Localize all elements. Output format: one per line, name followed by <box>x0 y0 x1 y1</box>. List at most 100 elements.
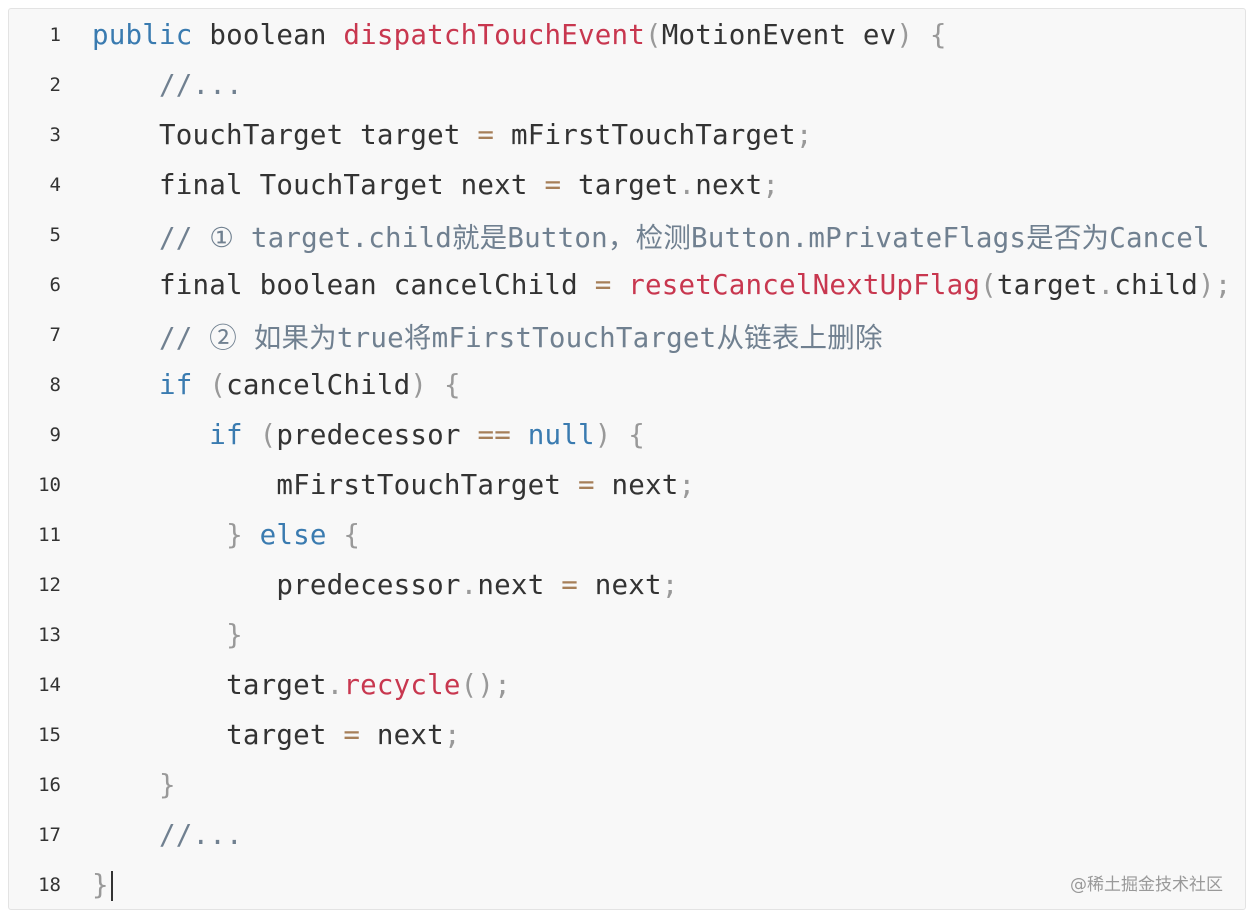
line-number: 16 <box>38 774 61 796</box>
variable: mFirstTouchTarget <box>276 469 562 501</box>
code-line: 11 } else { <box>9 510 1245 560</box>
punctuation: ; <box>795 119 813 151</box>
property: next <box>695 169 763 201</box>
code-line: 10 mFirstTouchTarget = next; <box>9 460 1245 510</box>
function-name: resetCancelNextUpFlag <box>628 269 981 301</box>
code-line: 5 // ① target.child就是Button，检测Button.mPr… <box>9 210 1245 260</box>
punctuation: ) <box>594 419 612 451</box>
code-line: 18 } <box>9 860 1245 910</box>
punctuation: } <box>92 869 109 901</box>
code-line: 7 // ② 如果为true将mFirstTouchTarget从链表上删除 <box>9 310 1245 360</box>
punctuation: () <box>460 669 495 701</box>
line-content: target.recycle(); <box>92 669 511 701</box>
keyword: null <box>527 419 595 451</box>
line-number: 12 <box>38 574 61 596</box>
punctuation: { <box>343 519 361 551</box>
punctuation: ( <box>209 369 227 401</box>
keyword: if <box>159 369 193 401</box>
condition: cancelChild <box>226 369 411 401</box>
line-number: 1 <box>49 24 61 46</box>
comment: //... <box>159 69 243 101</box>
line-number: 11 <box>38 524 61 546</box>
punctuation: . <box>326 669 344 701</box>
punctuation: . <box>460 569 478 601</box>
comment: // ② 如果为true将mFirstTouchTarget从链表上删除 <box>159 322 883 354</box>
line-number: 7 <box>49 324 61 346</box>
punctuation: } <box>226 619 243 651</box>
operator: = <box>561 569 578 601</box>
line-content: TouchTarget target = mFirstTouchTarget; <box>92 119 813 151</box>
line-content: // ② 如果为true将mFirstTouchTarget从链表上删除 <box>92 315 883 355</box>
value: next <box>376 719 444 751</box>
punctuation: . <box>678 169 696 201</box>
object: predecessor <box>276 569 461 601</box>
comment: //... <box>159 819 243 851</box>
punctuation: } <box>159 769 176 801</box>
declaration: final boolean cancelChild <box>159 269 578 301</box>
line-content: // ① target.child就是Button，检测Button.mPriv… <box>92 215 1210 255</box>
object: target <box>577 169 679 201</box>
operator: = <box>343 719 361 751</box>
line-content: mFirstTouchTarget = next; <box>92 469 695 501</box>
text-cursor <box>110 871 113 901</box>
code-block[interactable]: 1 public boolean dispatchTouchEvent(Moti… <box>8 8 1246 910</box>
function-name: recycle <box>343 669 461 701</box>
line-content: } <box>92 769 176 801</box>
punctuation: ) <box>896 19 914 51</box>
declaration: final TouchTarget next <box>159 169 528 201</box>
variable: predecessor <box>276 419 461 451</box>
operator: = <box>477 119 495 151</box>
code-line: 1 public boolean dispatchTouchEvent(Moti… <box>9 10 1245 60</box>
type: boolean <box>209 19 327 51</box>
code-line: 15 target = next; <box>9 710 1245 760</box>
line-number: 8 <box>49 374 61 396</box>
function-name: dispatchTouchEvent <box>343 19 645 51</box>
keyword: public <box>92 19 193 51</box>
operator: = <box>577 469 595 501</box>
line-content: if (predecessor == null) { <box>92 419 645 451</box>
code-line: 4 final TouchTarget next = target.next; <box>9 160 1245 210</box>
code-line: 13 } <box>9 610 1245 660</box>
parameters: MotionEvent ev <box>661 19 897 51</box>
keyword: if <box>209 419 243 451</box>
line-content: final TouchTarget next = target.next; <box>92 169 779 201</box>
line-number: 10 <box>38 474 61 496</box>
comment: // ① target.child就是Button，检测Button.mPriv… <box>159 222 1210 254</box>
code-line: 14 target.recycle(); <box>9 660 1245 710</box>
punctuation: ; <box>443 719 461 751</box>
punctuation: } <box>226 519 243 551</box>
line-content: //... <box>92 819 243 851</box>
punctuation: { <box>443 369 461 401</box>
punctuation: ) <box>410 369 428 401</box>
punctuation: ( <box>980 269 997 301</box>
line-content: final boolean cancelChild = resetCancelN… <box>92 269 1232 301</box>
property: child <box>1114 269 1199 301</box>
line-number: 4 <box>49 174 61 196</box>
punctuation: ; <box>1214 269 1232 301</box>
line-number: 9 <box>49 424 61 446</box>
punctuation: . <box>1097 269 1115 301</box>
punctuation: { <box>628 419 646 451</box>
declaration: TouchTarget target <box>159 119 461 151</box>
object: target <box>996 269 1098 301</box>
code-line: 9 if (predecessor == null) { <box>9 410 1245 460</box>
value: mFirstTouchTarget <box>510 119 796 151</box>
line-number: 3 <box>49 124 61 146</box>
property: next <box>477 569 545 601</box>
value: next <box>611 469 679 501</box>
operator: = <box>594 269 612 301</box>
code-line: 6 final boolean cancelChild = resetCance… <box>9 260 1245 310</box>
watermark: @稀土掘金技术社区 <box>1070 875 1223 895</box>
punctuation: ) <box>1198 269 1215 301</box>
object: target <box>226 669 327 701</box>
line-number: 6 <box>49 274 61 296</box>
line-content: public boolean dispatchTouchEvent(Motion… <box>92 19 947 51</box>
line-number: 18 <box>38 874 61 896</box>
code-line: 2 //... <box>9 60 1245 110</box>
line-number: 15 <box>38 724 61 746</box>
punctuation: ; <box>762 169 780 201</box>
line-content: } <box>92 869 113 901</box>
line-content: predecessor.next = next; <box>92 569 679 601</box>
code-line: 16 } <box>9 760 1245 810</box>
punctuation: ; <box>661 569 679 601</box>
